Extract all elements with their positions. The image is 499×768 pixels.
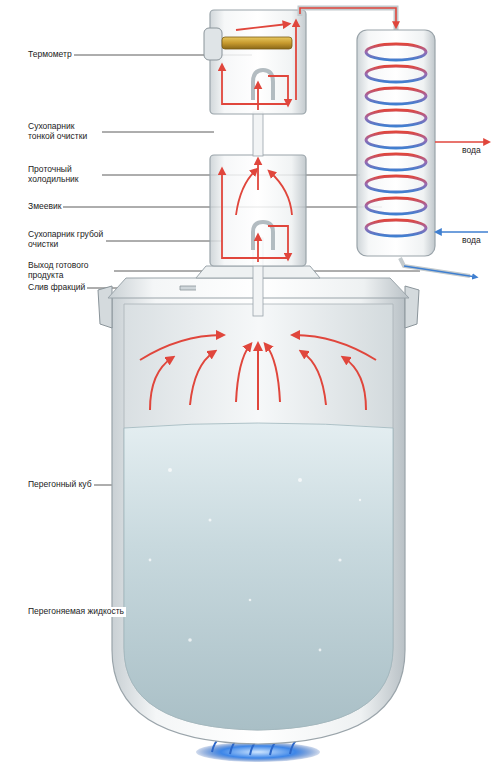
dryer-arrows bbox=[222, 160, 292, 262]
coil bbox=[366, 30, 426, 262]
water-label: вода bbox=[460, 146, 483, 156]
coarse-dryer bbox=[210, 155, 306, 266]
drain-tap bbox=[180, 286, 196, 290]
connecting-pipe bbox=[253, 112, 263, 156]
drain-label: Слив фракций bbox=[26, 283, 87, 293]
still-pot bbox=[112, 296, 405, 744]
water-in bbox=[437, 231, 488, 233]
product-arrow bbox=[404, 266, 476, 277]
vapour-tube-arrow bbox=[300, 8, 396, 26]
fine-dryer bbox=[210, 10, 306, 114]
fine-dryer-arrows bbox=[222, 22, 296, 110]
condenser-label: Проточный холодильник bbox=[26, 165, 102, 185]
coil-label: Змеевик bbox=[26, 202, 63, 212]
pot-inner bbox=[124, 304, 393, 730]
water-label: вода bbox=[460, 236, 483, 246]
vapour-tube bbox=[300, 8, 396, 30]
bubbles bbox=[149, 468, 362, 651]
liquid bbox=[124, 423, 393, 730]
vapour-arrows bbox=[140, 335, 376, 410]
thermometer-label: Термометр bbox=[26, 50, 74, 60]
thermometer-cap bbox=[204, 28, 222, 60]
condenser bbox=[357, 30, 435, 256]
outlet-label: Выход готового продукта bbox=[26, 261, 114, 281]
u-tube-top bbox=[253, 70, 273, 100]
coarse-dryer-label: Сухопарник грубой очистки bbox=[26, 230, 106, 250]
pot-label: Перегонный куб bbox=[26, 480, 94, 490]
liquid-label: Перегоняемая жидкость bbox=[26, 607, 126, 617]
water-out bbox=[435, 141, 488, 143]
fine-dryer-label: Сухопарник тонкой очистки bbox=[26, 122, 102, 142]
thermometer bbox=[222, 37, 292, 49]
